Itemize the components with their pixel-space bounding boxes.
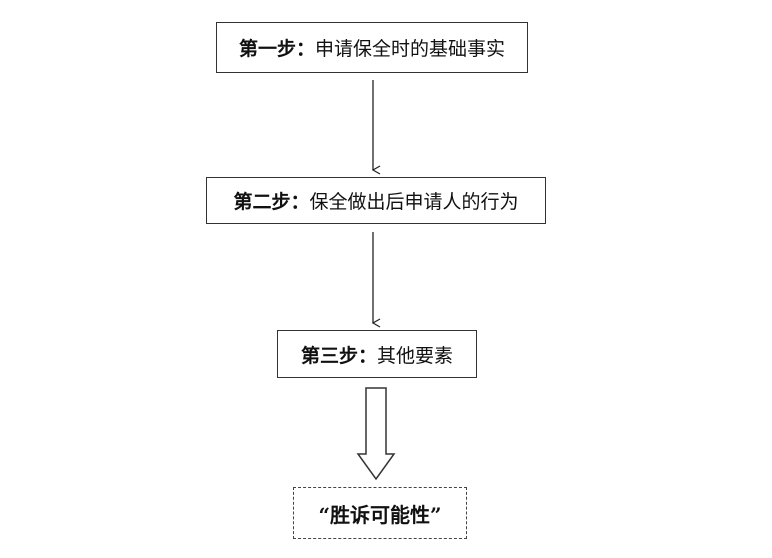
step-2-label: 第二步： (233, 191, 310, 213)
step-3-box: 第三步：其他要素 (277, 330, 477, 378)
step-1-box: 第一步：申请保全时的基础事实 (216, 22, 528, 73)
step-1-label: 第一步： (238, 38, 315, 60)
step-3-text: 其他要素 (377, 344, 454, 367)
hollow-block-arrow (356, 387, 396, 481)
step-1-text: 申请保全时的基础事实 (315, 38, 506, 60)
step-3-label: 第三步： (300, 344, 377, 367)
step-2-text: 保全做出后申请人的行为 (309, 191, 519, 213)
step-2-box: 第二步：保全做出后申请人的行为 (206, 177, 546, 224)
outcome-box: “胜诉可能性” (293, 487, 467, 539)
outcome-text: “胜诉可能性” (318, 502, 442, 527)
